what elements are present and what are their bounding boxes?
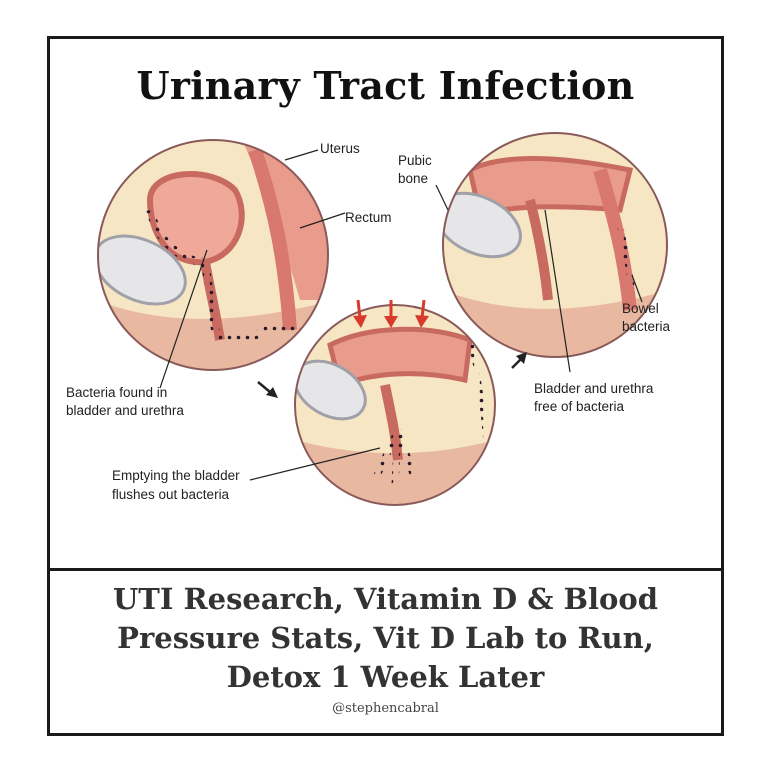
label-pubic-bone-line2: bone xyxy=(398,171,428,186)
caption-line-3: Detox 1 Week Later xyxy=(226,660,545,694)
label-rectum: Rectum xyxy=(345,210,392,225)
label-emptying-line2: flushes out bacteria xyxy=(112,487,230,502)
anatomy-circle-infected xyxy=(98,140,328,370)
caption-divider xyxy=(47,568,724,571)
label-bowel-bacteria-line1: Bowel xyxy=(622,301,659,316)
post-caption: UTI Research, Vitamin D & Blood Pressure… xyxy=(50,580,721,697)
label-free-line1: Bladder and urethra xyxy=(534,381,654,396)
caption-line-1: UTI Research, Vitamin D & Blood xyxy=(113,582,658,616)
circle-outline-3 xyxy=(442,132,668,358)
label-free-line2: free of bacteria xyxy=(534,399,625,414)
label-pubic-bone-line1: Pubic xyxy=(398,153,432,168)
sequence-arrows xyxy=(257,352,527,398)
anatomy-circle-emptying xyxy=(295,305,495,505)
label-bacteria-found-line2: bladder and urethra xyxy=(66,403,184,418)
leader-lines xyxy=(159,149,643,481)
pressure-arrows xyxy=(353,299,429,328)
author-handle: @stephencabral xyxy=(332,701,439,716)
label-bowel-bacteria-line2: bacteria xyxy=(622,319,671,334)
label-uterus: Uterus xyxy=(320,141,360,156)
circle-outline-2 xyxy=(294,304,496,506)
diagram-title: Urinary Tract Infection xyxy=(136,63,635,108)
anatomy-circle-clean xyxy=(443,133,667,357)
label-emptying-line1: Emptying the bladder xyxy=(112,468,240,483)
caption-line-2: Pressure Stats, Vit D Lab to Run, xyxy=(117,621,654,655)
label-bacteria-found-line1: Bacteria found in xyxy=(66,385,167,400)
circle-outline-1 xyxy=(97,139,329,371)
